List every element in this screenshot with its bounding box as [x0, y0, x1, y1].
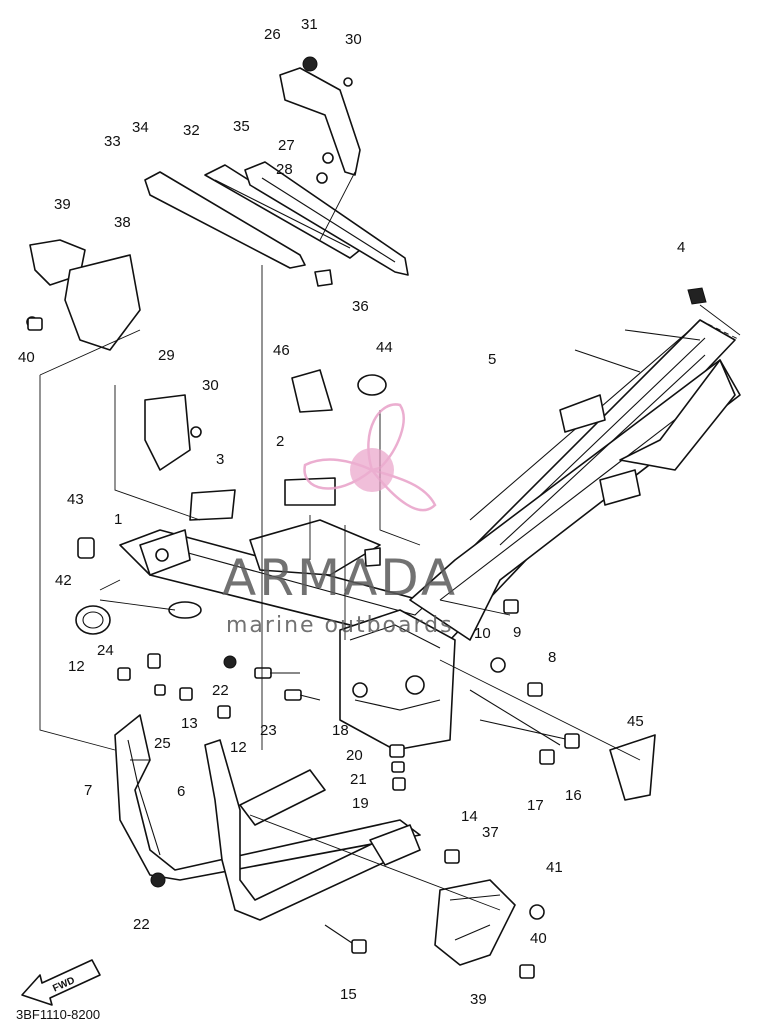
callout-20: 20 [346, 747, 363, 764]
callout-9: 9 [513, 624, 521, 641]
callout-35: 35 [233, 118, 250, 135]
diagram-code: 3BF1110-8200 [16, 1007, 100, 1022]
callout-34: 34 [132, 119, 149, 136]
callout-40a: 40 [18, 349, 35, 366]
callout-22b: 22 [133, 916, 150, 933]
callout-37: 37 [482, 824, 499, 841]
watermark-brand: ARMADA [222, 549, 458, 607]
small-parts [75, 269, 707, 801]
armada-watermark: ARMADA marine outboards [222, 403, 458, 638]
callout-31: 31 [301, 16, 318, 33]
callout-25: 25 [154, 735, 171, 752]
callout-7: 7 [84, 782, 92, 799]
callout-28: 28 [276, 161, 293, 178]
callout-17: 17 [527, 797, 544, 814]
callout-26: 26 [264, 26, 281, 43]
bracket-38-39 [26, 239, 141, 351]
callout-39b: 39 [470, 991, 487, 1008]
callout-8: 8 [548, 649, 556, 666]
engine-hangers [114, 714, 421, 921]
callout-32: 32 [183, 122, 200, 139]
callout-13: 13 [181, 715, 198, 732]
callout-4: 4 [677, 239, 685, 256]
callout-10: 10 [474, 625, 491, 642]
bolts [27, 317, 580, 979]
callout-labels: 1 2 3 4 5 6 7 8 9 10 12 12 13 14 15 16 1… [18, 16, 685, 1008]
callout-45: 45 [627, 713, 644, 730]
callout-39a: 39 [54, 196, 71, 213]
main-frame [119, 319, 741, 751]
callout-2: 2 [276, 433, 284, 450]
forward-arrow: FWD [21, 959, 101, 1006]
watermark-tagline: marine outboards [226, 613, 454, 638]
callout-12a: 12 [68, 658, 85, 675]
seat-rail-covers [144, 161, 409, 276]
callout-33: 33 [104, 133, 121, 150]
bracket-26 [279, 56, 361, 184]
callout-15: 15 [340, 986, 357, 1003]
callout-44: 44 [376, 339, 393, 356]
callout-40b: 40 [530, 930, 547, 947]
footrest-bracket [434, 879, 516, 966]
callout-19: 19 [352, 795, 369, 812]
callout-38: 38 [114, 214, 131, 231]
callout-1: 1 [114, 511, 122, 528]
callout-16: 16 [565, 787, 582, 804]
callout-22a: 22 [212, 682, 229, 699]
callout-30b: 30 [202, 377, 219, 394]
callout-14: 14 [461, 808, 478, 825]
propeller-logo [303, 403, 437, 512]
callout-6: 6 [177, 783, 185, 800]
callout-36: 36 [352, 298, 369, 315]
callout-43: 43 [67, 491, 84, 508]
callout-27: 27 [278, 137, 295, 154]
callout-23: 23 [260, 722, 277, 739]
leader-lines [39, 171, 741, 911]
callout-42: 42 [55, 572, 72, 589]
callout-5: 5 [488, 351, 496, 368]
callout-3: 3 [216, 451, 224, 468]
callout-24: 24 [97, 642, 114, 659]
callout-21: 21 [350, 771, 367, 788]
callout-30a: 30 [345, 31, 362, 48]
callout-46: 46 [273, 342, 290, 359]
callout-18: 18 [332, 722, 349, 739]
callout-29: 29 [158, 347, 175, 364]
callout-12b: 12 [230, 739, 247, 756]
callout-41: 41 [546, 859, 563, 876]
